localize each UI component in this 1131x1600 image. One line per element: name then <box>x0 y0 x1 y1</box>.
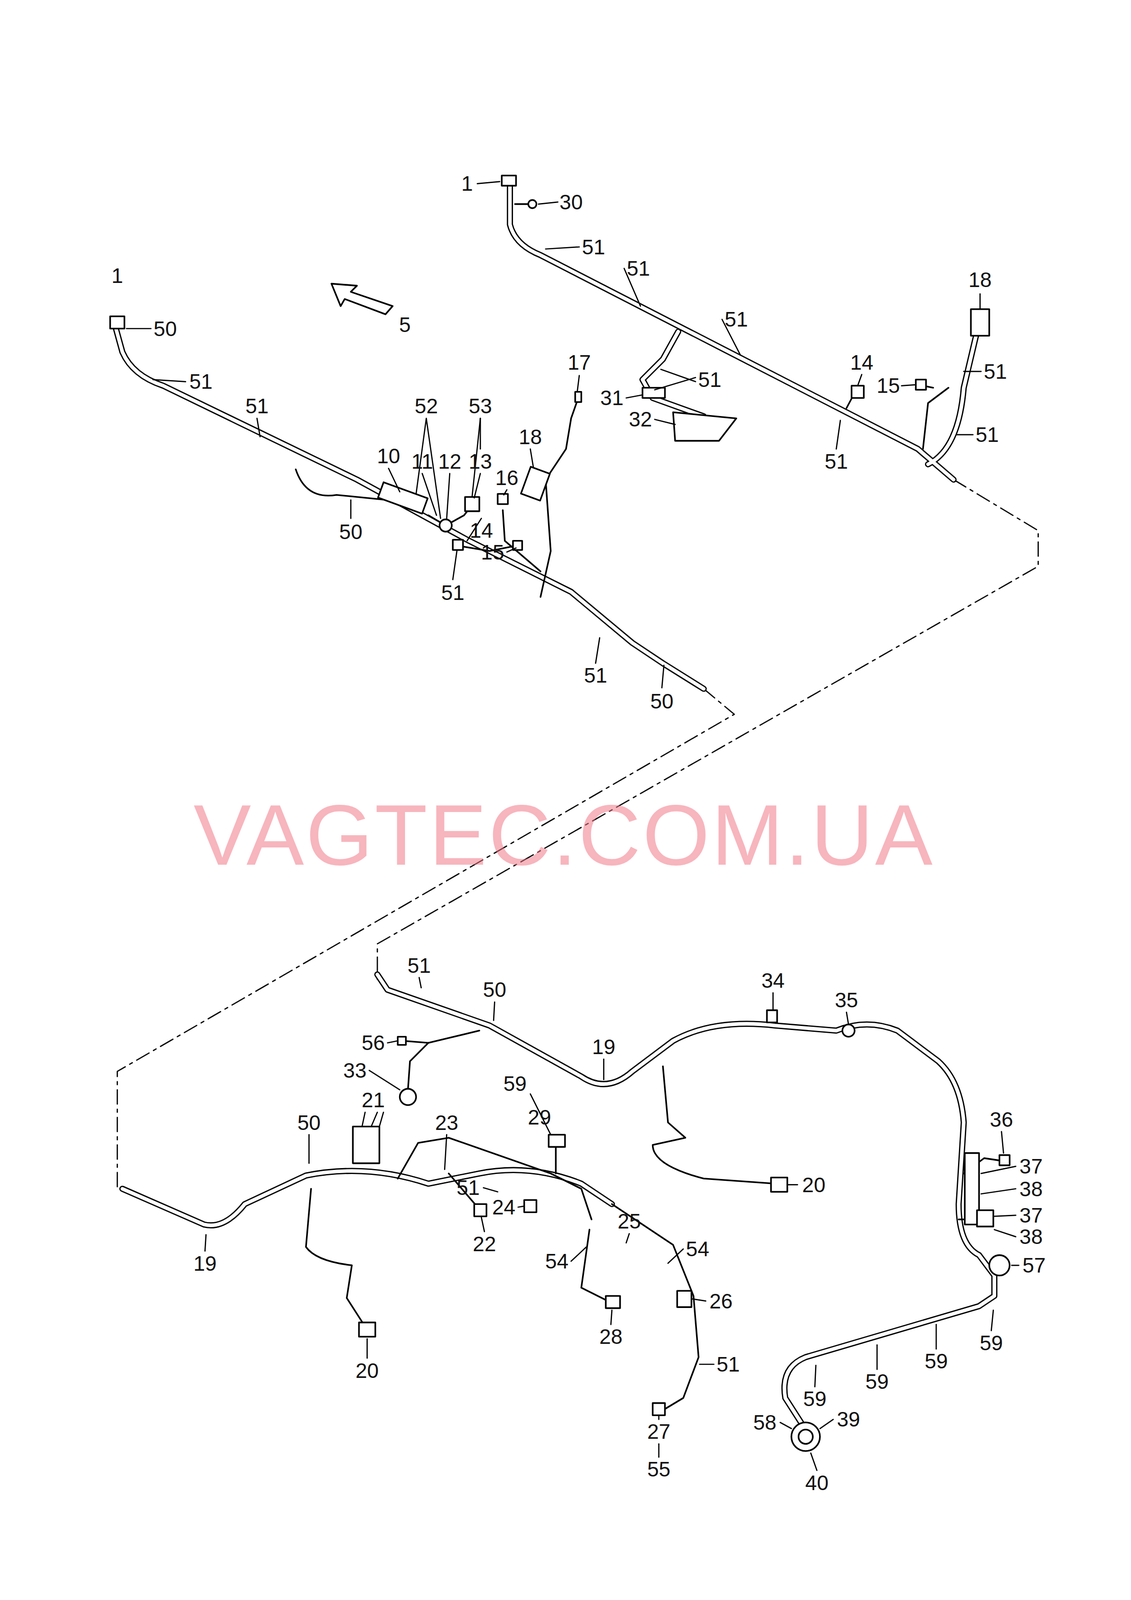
callout-number: 31 <box>600 387 624 409</box>
callout-number: 53 <box>468 395 492 417</box>
callout-number: 36 <box>989 1108 1013 1130</box>
callout-number: 21 <box>361 1089 386 1111</box>
callout-number: 50 <box>297 1111 321 1133</box>
callout-number: 51 <box>698 369 722 391</box>
callout-number: 1 <box>111 265 124 287</box>
callout-number: 25 <box>617 1210 641 1232</box>
callout-number: 17 <box>567 351 591 373</box>
callout-number: 51 <box>245 395 269 417</box>
callout-number: 56 <box>361 1032 386 1053</box>
callout-number: 51 <box>627 257 651 279</box>
callout-number: 51 <box>583 664 608 686</box>
callout-number: 59 <box>803 1387 827 1409</box>
callout-number: 27 <box>646 1420 671 1442</box>
callout-number: 54 <box>545 1250 569 1272</box>
callout-number: 38 <box>1019 1225 1043 1247</box>
callout-number: 5 <box>399 314 411 336</box>
callout-number: 19 <box>592 1036 616 1057</box>
callout-number: 24 <box>492 1196 516 1218</box>
callout-number: 11 <box>411 450 434 472</box>
callout-number: 13 <box>468 450 492 472</box>
callout-number: 51 <box>456 1176 480 1198</box>
callout-number: 51 <box>975 424 999 445</box>
callout-number: 37 <box>1019 1155 1043 1177</box>
callout-number: 38 <box>1019 1178 1043 1200</box>
callout-number: 59 <box>924 1350 948 1372</box>
callout-number: 58 <box>753 1411 777 1433</box>
callout-number: 54 <box>686 1238 710 1260</box>
callout-number: 55 <box>646 1458 671 1480</box>
callout-number: 20 <box>802 1174 826 1196</box>
callout-number: 18 <box>968 269 992 291</box>
callout-number: 57 <box>1022 1254 1046 1276</box>
callout-number: 23 <box>434 1111 459 1133</box>
callout-number: 30 <box>559 191 583 213</box>
callout-number: 51 <box>716 1353 740 1375</box>
callout-number: 14 <box>469 519 494 541</box>
callout-number: 15 <box>876 375 900 396</box>
callout-number: 51 <box>441 582 465 603</box>
callout-number: 35 <box>834 989 859 1011</box>
callout-number: 26 <box>709 1290 733 1312</box>
callout-number: 29 <box>528 1106 552 1128</box>
callout-number: 51 <box>189 370 213 392</box>
callout-number: 18 <box>518 426 542 448</box>
callout-number: 32 <box>628 408 652 430</box>
callout-number: 22 <box>472 1233 496 1255</box>
callout-number: 39 <box>836 1408 860 1430</box>
callout-number: 50 <box>650 690 674 712</box>
callout-number: 59 <box>979 1332 1003 1354</box>
callout-number: 50 <box>339 521 363 543</box>
callout-number: 51 <box>582 236 606 258</box>
callout-number: 37 <box>1019 1204 1043 1226</box>
callout-number: 59 <box>865 1370 889 1392</box>
callout-number: 19 <box>193 1252 217 1274</box>
callout-number: 34 <box>761 969 785 991</box>
callout-number: 10 <box>376 445 401 467</box>
watermark: VAGTEC.COM.UA <box>193 791 935 878</box>
callout-number: 50 <box>153 318 177 340</box>
callout-number: 20 <box>355 1359 379 1381</box>
callout-number: 12 <box>438 450 462 472</box>
callout-number: 28 <box>599 1325 623 1347</box>
callout-number: 51 <box>407 954 431 976</box>
callout-number: 14 <box>849 351 874 373</box>
callout-number: 59 <box>503 1072 527 1094</box>
callout-number: 51 <box>983 360 1008 382</box>
callout-number: 40 <box>805 1471 829 1493</box>
callout-number: 16 <box>495 467 519 489</box>
callout-number: 1 <box>461 172 474 194</box>
callout-number: 33 <box>343 1059 367 1081</box>
callout-number: 50 <box>483 978 507 1000</box>
callout-number: 15 <box>480 541 504 563</box>
callout-number: 52 <box>414 395 438 417</box>
callout-number: 51 <box>724 308 748 330</box>
callout-number: 51 <box>824 450 848 472</box>
